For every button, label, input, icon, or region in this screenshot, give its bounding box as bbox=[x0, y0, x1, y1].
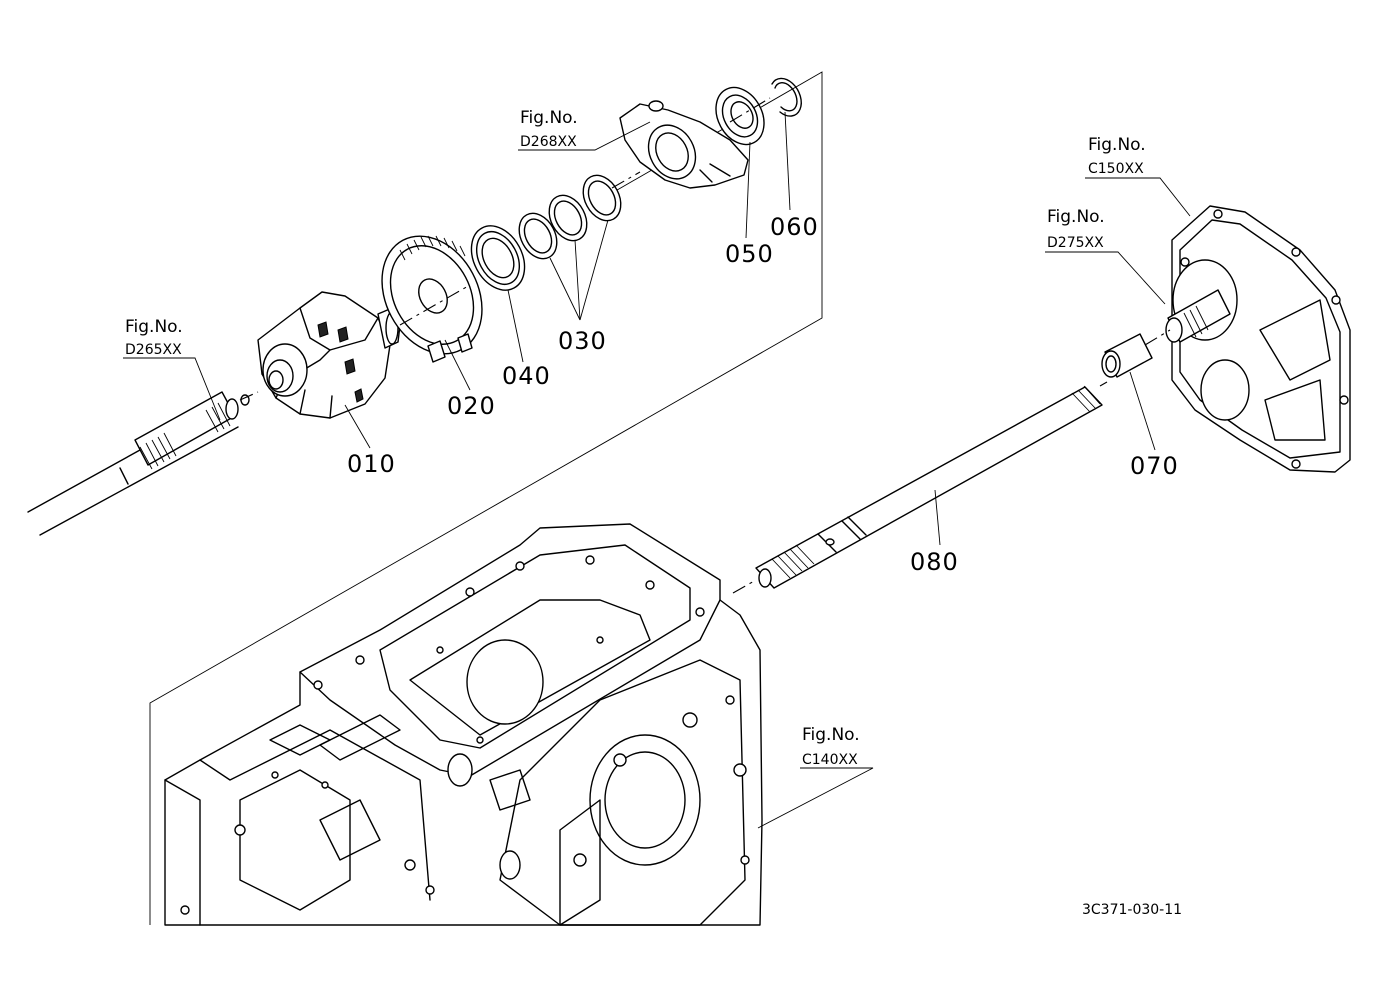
input-shaft bbox=[27, 391, 239, 536]
long-shaft-080 bbox=[755, 385, 1103, 589]
part-number-050: 050 bbox=[725, 240, 774, 268]
fig-ref-d268-label: Fig.No. bbox=[520, 108, 578, 128]
part-number-080: 080 bbox=[910, 548, 959, 576]
bearing-housing-bracket bbox=[619, 100, 749, 189]
part-number-020: 020 bbox=[447, 392, 496, 420]
part-number-030: 030 bbox=[558, 327, 607, 355]
rear-cover-housing bbox=[1165, 205, 1351, 473]
part-number-070: 070 bbox=[1130, 452, 1179, 480]
thrust-bearing-040 bbox=[470, 225, 526, 291]
figure-reference-labels: Fig.No. D265XX Fig.No. D268XX Fig.No. C1… bbox=[125, 108, 1146, 768]
hub-assembly-010 bbox=[240, 291, 401, 419]
drawing-code: 3C371-030-11 bbox=[1082, 902, 1182, 918]
fig-ref-d268-code: D268XX bbox=[520, 134, 577, 150]
center-axis-lines bbox=[239, 97, 1171, 594]
snap-ring-060 bbox=[771, 77, 802, 117]
fig-ref-d265-label: Fig.No. bbox=[125, 317, 183, 337]
collar-070 bbox=[1101, 333, 1153, 378]
fig-ref-d275-code: D275XX bbox=[1047, 235, 1104, 251]
fig-ref-d265-code: D265XX bbox=[125, 342, 182, 358]
clutch-plate-020 bbox=[381, 235, 483, 363]
shims-030 bbox=[518, 174, 622, 260]
part-number-040: 040 bbox=[502, 362, 551, 390]
transmission-case bbox=[164, 523, 763, 926]
fig-ref-c150-code: C150XX bbox=[1088, 161, 1144, 177]
part-number-060: 060 bbox=[770, 213, 819, 241]
fig-ref-d275-label: Fig.No. bbox=[1047, 207, 1105, 227]
leader-lines bbox=[123, 111, 1191, 829]
fig-ref-c140-label: Fig.No. bbox=[802, 725, 860, 745]
part-number-010: 010 bbox=[347, 450, 396, 478]
fig-ref-c140-code: C140XX bbox=[802, 752, 858, 768]
fig-ref-c150-label: Fig.No. bbox=[1088, 135, 1146, 155]
part-number-labels: 010 020 040 030 050 060 070 080 bbox=[347, 213, 1179, 576]
